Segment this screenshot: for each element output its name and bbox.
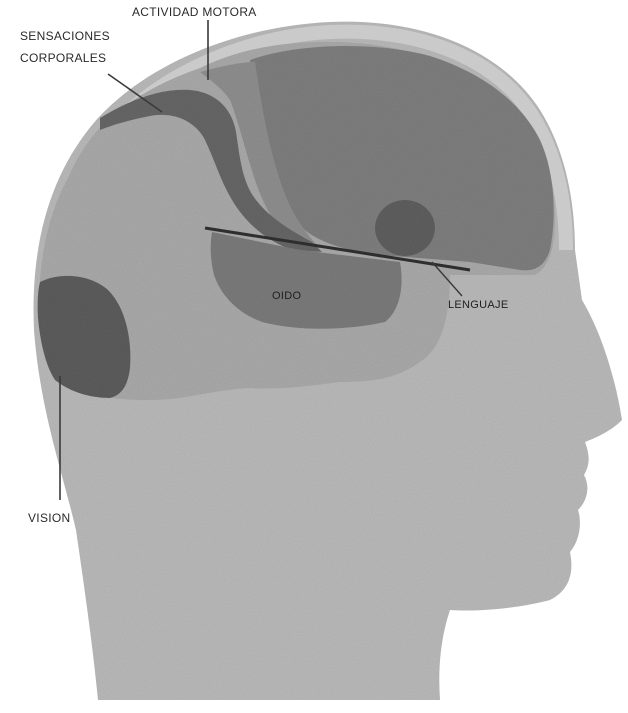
language-label: LENGUAJE: [448, 299, 508, 311]
body-sensations-label-line2: CORPORALES: [20, 51, 106, 65]
language-area: [375, 200, 435, 256]
motor-activity-label: ACTIVIDAD MOTORA: [132, 5, 257, 19]
body-sensations-label-line1: SENSACIONES: [20, 29, 110, 43]
hearing-label: OIDO: [272, 290, 301, 302]
vision-label: VISION: [28, 511, 70, 525]
